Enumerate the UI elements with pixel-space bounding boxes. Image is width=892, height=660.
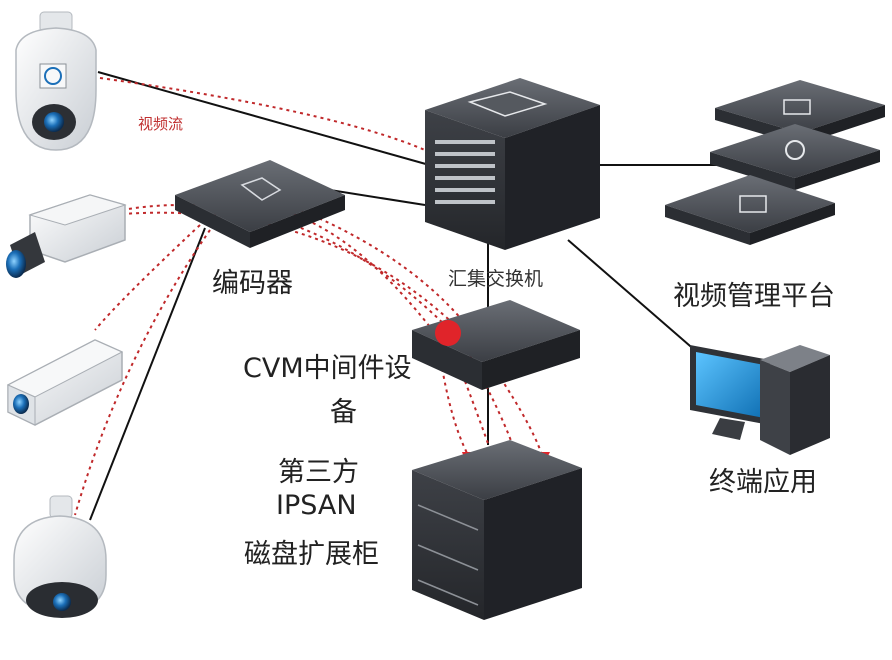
ipsan-storage-icon bbox=[412, 440, 582, 620]
dome-camera-icon bbox=[15, 11, 97, 151]
cvm-device-icon bbox=[412, 300, 580, 390]
server-stack-icon bbox=[665, 80, 885, 245]
ipsan-label-line1: 第三方 bbox=[278, 457, 359, 488]
bullet-camera-icon bbox=[6, 339, 124, 426]
video-stream-label: 视频流 bbox=[138, 115, 184, 133]
ipsan-label-line3: 磁盘扩展柜 bbox=[244, 539, 379, 570]
encoder-icon bbox=[175, 160, 345, 248]
ptz-dome-camera-icon bbox=[13, 495, 107, 618]
connection-lines bbox=[89, 71, 736, 521]
desktop-computer-icon bbox=[690, 345, 830, 455]
cvm-label-line2: 备 bbox=[330, 397, 357, 428]
ipsan-label-line2: IPSAN bbox=[276, 490, 357, 521]
terminal-app-label: 终端应用 bbox=[709, 467, 817, 498]
encoder-label: 编码器 bbox=[212, 268, 293, 299]
core-switch-label: 汇集交换机 bbox=[448, 268, 544, 290]
core-switch-icon bbox=[425, 78, 600, 250]
box-camera-icon bbox=[6, 194, 127, 278]
cvm-label-line1: CVM中间件设 bbox=[243, 353, 412, 384]
video-management-platform-label: 视频管理平台 bbox=[673, 281, 835, 312]
